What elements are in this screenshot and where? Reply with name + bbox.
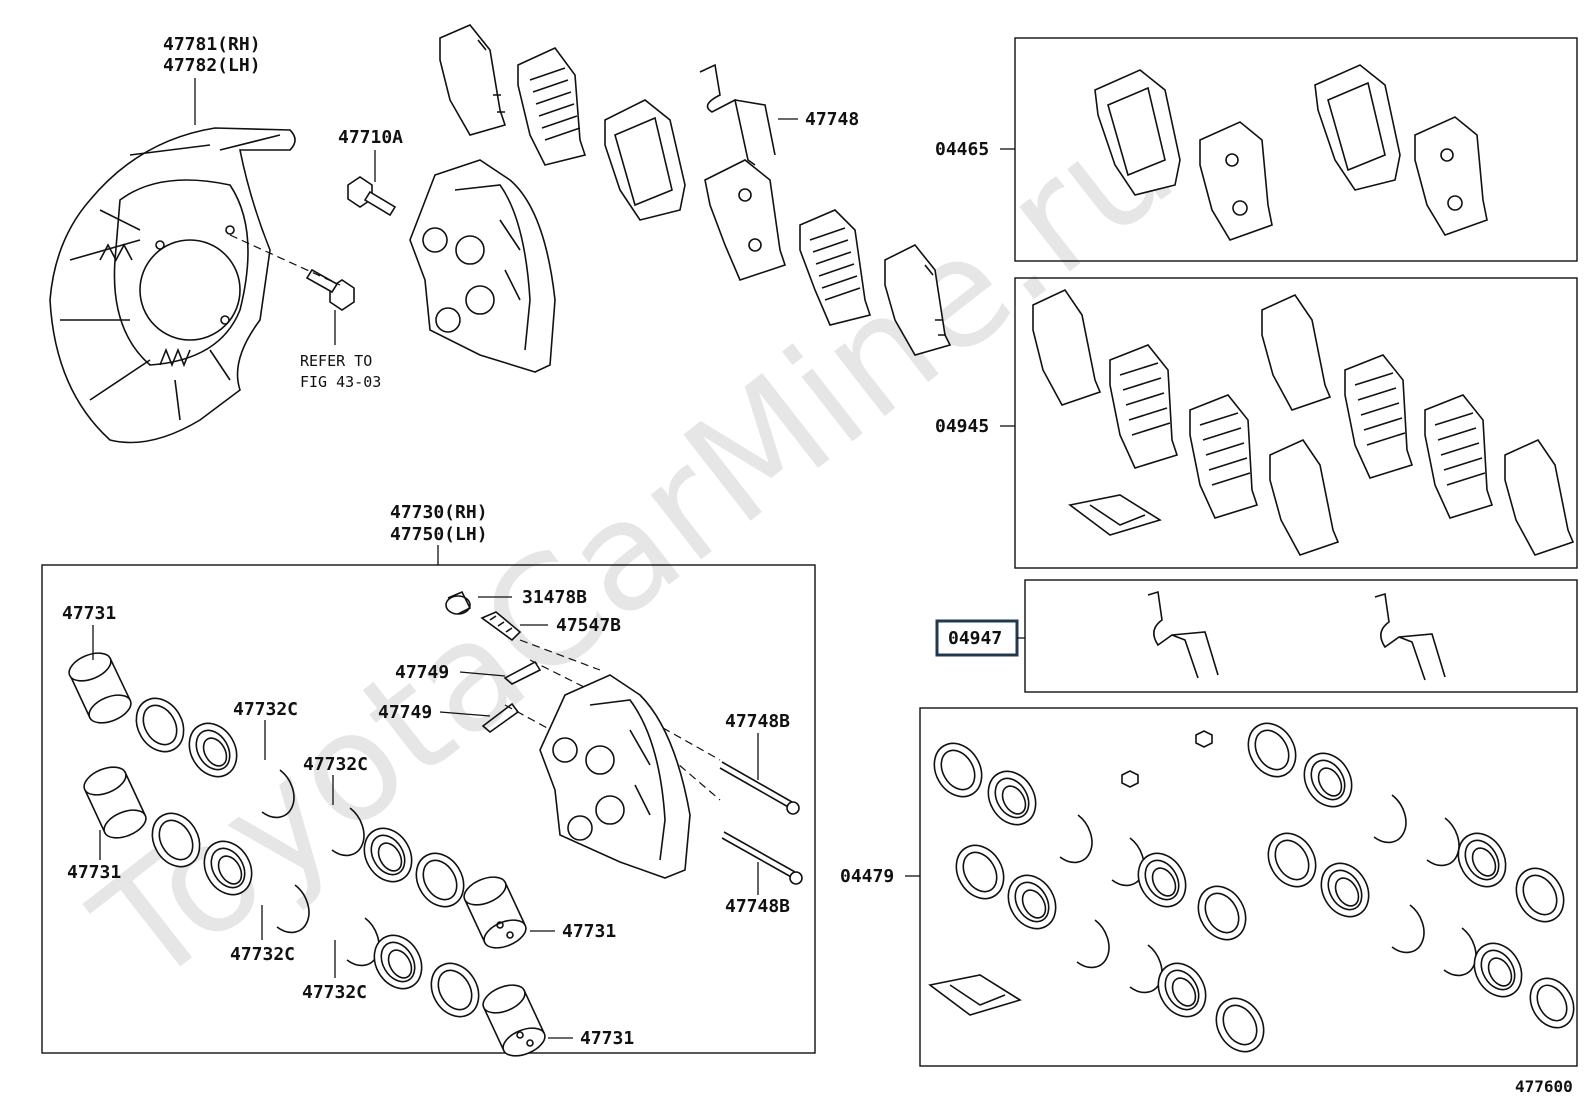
kit-spring-parts[interactable]	[1147, 590, 1446, 681]
label-spring-top: 47748	[805, 109, 859, 130]
label-caliper-lh: 47750(LH)	[390, 524, 488, 545]
spring-47748[interactable]	[699, 63, 776, 166]
label-clip-a: 47749	[395, 662, 449, 683]
top-pad-plate-1[interactable]	[439, 24, 507, 136]
dust-shield[interactable]	[49, 127, 296, 444]
label-piston-c: 47731	[562, 921, 616, 942]
label-caliper-rh: 47730(RH)	[390, 502, 488, 523]
piston-47731-d[interactable]	[479, 980, 549, 1062]
top-shim-3[interactable]	[799, 209, 872, 326]
kit-shims-parts[interactable]	[1032, 288, 1575, 556]
seal-rings[interactable]	[127, 690, 488, 1025]
label-bleeder-plug: 47547B	[556, 615, 621, 636]
label-piston-a: 47731	[62, 603, 116, 624]
piston-47731-a[interactable]	[65, 648, 135, 729]
label-refer-2: FIG 43-03	[300, 373, 381, 391]
label-seal-b: 47732C	[303, 754, 368, 775]
label-bleeder-cap: 31478B	[522, 587, 587, 608]
bolt-refer[interactable]	[305, 268, 355, 311]
label-refer-1: REFER TO	[300, 352, 372, 370]
label-shield-rh: 47781(RH)	[163, 34, 261, 55]
kit-pads-parts[interactable]	[1094, 64, 1488, 241]
kit-seals-parts[interactable]	[925, 715, 1582, 1060]
caliper-lower[interactable]	[539, 674, 691, 879]
label-seal-c: 47732C	[230, 944, 295, 965]
kit-box-seals	[919, 707, 1578, 1067]
top-pad-plate-2[interactable]	[884, 243, 952, 356]
kit-box-shims	[1014, 277, 1578, 569]
label-piston-d: 47731	[580, 1028, 634, 1049]
label-clip-b: 47749	[378, 702, 432, 723]
clip-47749-b[interactable]	[481, 702, 520, 734]
label-piston-b: 47731	[67, 862, 121, 883]
pin-47748b-b[interactable]	[721, 831, 803, 885]
bleeder-cap[interactable]	[445, 590, 472, 615]
caliper-upper[interactable]	[409, 159, 556, 373]
top-pad-1[interactable]	[604, 99, 686, 221]
label-seal-a: 47732C	[233, 699, 298, 720]
label-shield-lh: 47782(LH)	[163, 55, 261, 76]
figure-number: 477600	[1515, 1077, 1573, 1096]
bolt-47710a[interactable]	[347, 176, 397, 217]
label-pin-a: 47748B	[725, 711, 790, 732]
piston-47731-c[interactable]	[460, 872, 530, 954]
label-seal-d: 47732C	[302, 982, 367, 1003]
label-kit-seals: 04479	[840, 866, 894, 887]
piston-47731-b[interactable]	[80, 762, 150, 844]
pin-47748b-a[interactable]	[719, 761, 800, 815]
label-kit-shims: 04945	[935, 416, 989, 437]
bleeder-plug[interactable]	[480, 611, 522, 642]
label-pin-b: 47748B	[725, 896, 790, 917]
label-bolt: 47710A	[338, 127, 403, 148]
kit-box-spring	[1024, 579, 1578, 693]
label-kit-pads: 04465	[935, 139, 989, 160]
label-kit-spring[interactable]: 04947	[948, 628, 1002, 649]
top-shim-2[interactable]	[704, 159, 787, 281]
clip-47749-a[interactable]	[503, 660, 542, 685]
top-shim-1[interactable]	[517, 47, 587, 166]
caliper-assembly-box	[41, 564, 816, 1054]
